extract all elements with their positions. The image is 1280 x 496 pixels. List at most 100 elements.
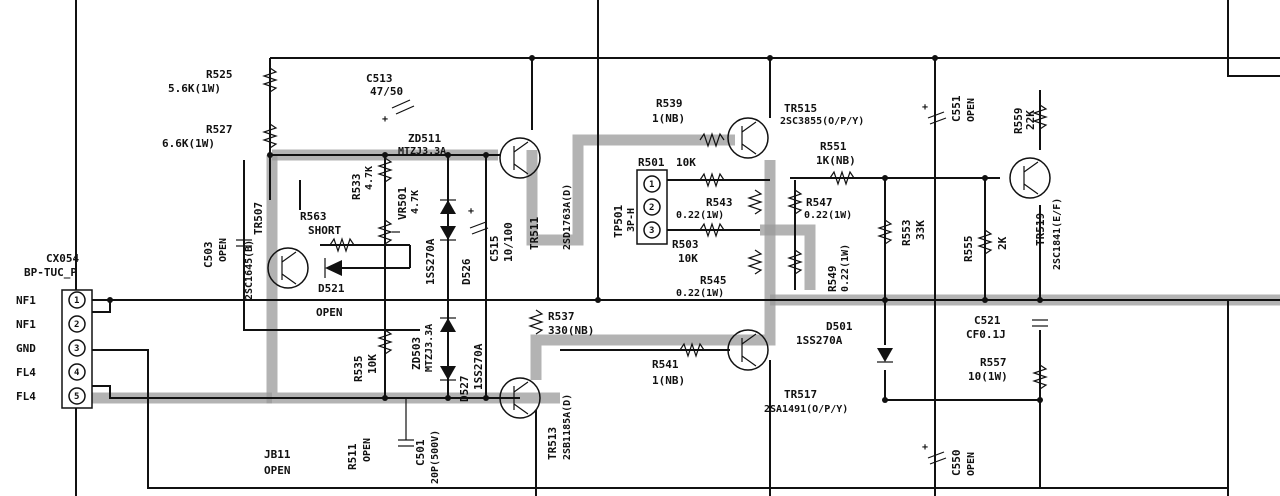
c501-ref: C501 (414, 439, 427, 466)
transistor-symbols (267, 117, 1051, 419)
r543-value: 0.22(1W) (676, 210, 724, 221)
tr519-ref: TR519 (1034, 213, 1047, 246)
r555-ref: R555 (962, 236, 975, 263)
svg-text:3: 3 (649, 226, 654, 236)
r535-ref: R535 (352, 356, 365, 383)
r547-value: 0.22(1W) (804, 210, 852, 221)
d527-symbol (440, 366, 456, 381)
tr511-symbol (499, 137, 541, 179)
vr501-value: 4.7K (410, 190, 421, 214)
tp501-value: 3P-H (626, 208, 637, 232)
r537-symbol (528, 309, 544, 335)
r501-value: 10K (676, 156, 696, 169)
pin4-num: 4 (74, 368, 80, 378)
d521-symbol (324, 258, 342, 278)
r559-symbol (1032, 104, 1048, 130)
tr507-ref: TR507 (252, 202, 265, 235)
r503-value: 10K (678, 252, 698, 265)
pin2-num: 2 (74, 320, 79, 330)
r549-value: 0.22(1W) (840, 244, 851, 292)
c551-value: OPEN (966, 98, 977, 122)
tp501-ref: TP501 (612, 205, 625, 238)
wiring (75, 0, 1280, 496)
r511-value: OPEN (362, 438, 373, 462)
r559-value: 22K (1024, 110, 1037, 130)
r553-symbol (877, 219, 893, 245)
tr513-value: 2SB1185A(D) (562, 394, 573, 460)
junction-dots (107, 55, 1043, 403)
zd511-value: MTZJ3.3A (398, 146, 446, 157)
tr519-symbol (1009, 157, 1051, 199)
c551-symbol: + (922, 102, 947, 125)
labels: CX054 BP-TUC_P NF1 NF1 GND FL4 FL4 R525 … (16, 68, 1063, 484)
d526-symbol (440, 226, 456, 241)
r527-symbol (262, 123, 278, 149)
r541-symbol (679, 342, 705, 358)
tr515-ref: TR515 (784, 102, 817, 115)
r537-ref: R537 (548, 310, 575, 323)
d501-value: 1SS270A (796, 334, 843, 347)
r533-value: 4.7K (364, 166, 375, 190)
cx054-type: BP-TUC_P (24, 266, 77, 279)
r537-value: 330(NB) (548, 324, 594, 337)
svg-text:+: + (382, 114, 388, 125)
r539-ref: R539 (656, 97, 683, 110)
r503-ref: R503 (672, 238, 699, 251)
c551-ref: C551 (950, 95, 963, 122)
c503-value: OPEN (218, 238, 229, 262)
c513-symbol: + (382, 99, 415, 125)
r535-symbol (377, 329, 393, 355)
pin3-num: 3 (74, 344, 79, 354)
r551-ref: R551 (820, 140, 847, 153)
r501-symbol (699, 172, 725, 188)
r547-ref: R547 (806, 196, 833, 209)
tr507-symbol (267, 247, 309, 289)
tr511-value: 2SD1763A(D) (562, 184, 573, 250)
r563-value: SHORT (308, 224, 341, 237)
tr517-value: 2SA1491(O/P/Y) (764, 404, 848, 415)
vr501-ref: VR501 (396, 187, 409, 220)
d521-ref: D521 (318, 282, 345, 295)
r563-symbol (329, 237, 355, 253)
r555-symbol (977, 229, 993, 255)
pin5-name: FL4 (16, 390, 36, 403)
svg-text:+: + (468, 206, 474, 217)
c521-ref: C521 (974, 314, 1001, 327)
c513-ref: C513 (366, 72, 393, 85)
pin5-num: 5 (74, 392, 79, 402)
r539-value: 1(NB) (652, 112, 685, 125)
r549-symbol (787, 249, 803, 275)
c550-ref: C550 (950, 450, 963, 477)
c515-value: 10/100 (502, 222, 515, 262)
svg-text:2: 2 (649, 203, 654, 213)
c501-value: 20P(500V) (430, 430, 441, 484)
zd503-value: MTZJ3.3A (424, 324, 435, 372)
pin4-name: FL4 (16, 366, 36, 379)
c503-symbol (236, 239, 252, 247)
r555-value: 2K (996, 236, 1009, 250)
d526-ref: D526 (460, 258, 473, 285)
c515-ref: C515 (488, 236, 501, 263)
r501-ref: R501 (638, 156, 665, 169)
tr513-ref: TR513 (546, 427, 559, 460)
r535-value: 10K (366, 354, 379, 374)
jb11-ref: JB11 (264, 448, 291, 461)
tr515-value: 2SC3855(O/P/Y) (780, 116, 864, 127)
cx054-connector: 1 2 3 4 5 (61, 289, 93, 409)
jb11-value: OPEN (264, 464, 291, 477)
svg-text:+: + (922, 102, 928, 113)
d527-value: 1SS270A (472, 343, 485, 390)
d501-symbol (877, 348, 893, 363)
tr513-symbol (499, 377, 541, 419)
c521-value: CF0.1J (966, 328, 1006, 341)
tp501-header: 1 2 3 (636, 169, 668, 245)
r551-symbol (829, 170, 855, 186)
r541-value: 1(NB) (652, 374, 685, 387)
zd503-ref: ZD503 (410, 337, 423, 370)
pin3-name: GND (16, 342, 36, 355)
r543-ref: R543 (706, 196, 733, 209)
pin1-num: 1 (74, 296, 79, 306)
c501-symbol (398, 398, 414, 447)
r533-ref: R533 (350, 174, 363, 201)
r549-ref: R549 (826, 266, 839, 293)
